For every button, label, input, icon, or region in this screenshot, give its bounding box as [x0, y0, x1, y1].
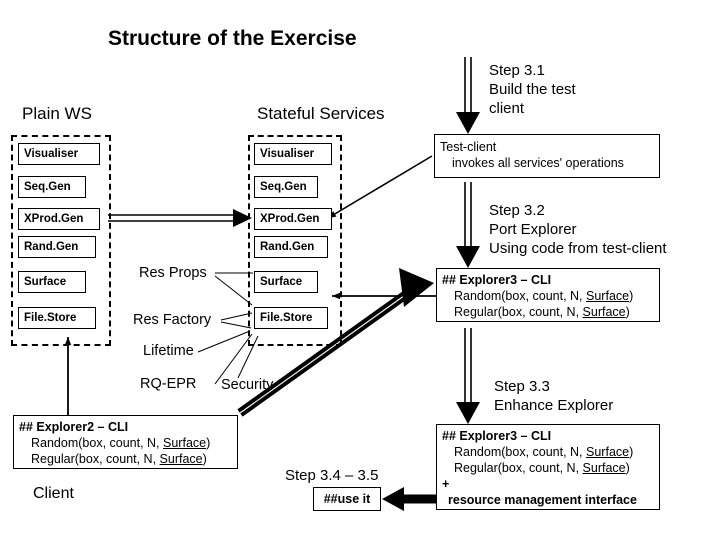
stateful-service-randgen[interactable]: Rand.Gen [254, 236, 328, 258]
stateful-service-filestore[interactable]: File.Store [254, 307, 328, 329]
step-3-2-line-2: Port Explorer [489, 221, 577, 238]
explorer3-port-line-regular: Regular(box, count, N, Surface) [454, 305, 630, 319]
wsrf-label-res-props: Res Props [139, 265, 207, 281]
page-title: Structure of the Exercise [108, 27, 357, 50]
explorer3-enhanced-plus: + [442, 477, 450, 491]
step-3-2-line-3: Using code from test-client [489, 240, 667, 257]
plainws-service-visualiser[interactable]: Visualiser [18, 143, 100, 165]
explorer3-port-line-random: Random(box, count, N, Surface) [454, 289, 634, 303]
step-3-1-line-3: client [489, 100, 525, 117]
step-3-3-line-1: Step 3.3 [494, 378, 550, 395]
plain-ws-group [11, 135, 111, 346]
arrow-step-3-1 [456, 57, 480, 134]
wsrf-label-rq-epr: RQ-EPR [140, 376, 197, 392]
explorer2-line-regular: Regular(box, count, N, Surface) [31, 452, 207, 466]
stateful-service-surface[interactable]: Surface [254, 271, 318, 293]
column-heading-stateful-services: Stateful Services [257, 104, 385, 123]
test-client-box[interactable]: Test-client invokes all services' operat… [434, 134, 660, 178]
wsrf-label-res-factory: Res Factory [133, 312, 212, 328]
arrow-enhanced-to-useit [382, 487, 437, 511]
test-client-line-1: Test-client [440, 140, 497, 154]
wsrf-label-lifetime: Lifetime [143, 343, 194, 359]
plainws-service-xprodgen[interactable]: XProd.Gen [18, 208, 100, 230]
explorer2-title: ## Explorer2 – CLI [19, 420, 129, 434]
plainws-service-randgen[interactable]: Rand.Gen [18, 236, 96, 258]
step-3-3-line-2: Enhance Explorer [494, 397, 614, 414]
plainws-service-seqgen[interactable]: Seq.Gen [18, 176, 86, 198]
explorer3-enhanced-line-regular: Regular(box, count, N, Surface) [454, 461, 630, 475]
wsrf-label-security: Security [221, 377, 274, 393]
arrow-plainws-to-stateful [108, 209, 252, 227]
step-3-4-3-5-text: Step 3.4 – 3.5 [285, 467, 379, 484]
explorer3-enhanced-title: ## Explorer3 – CLI [442, 429, 552, 443]
use-it-box[interactable]: ##use it [313, 487, 381, 511]
stateful-service-visualiser[interactable]: Visualiser [254, 143, 332, 165]
step-3-1-line-1: Step 3.1 [489, 62, 545, 79]
plainws-service-surface[interactable]: Surface [18, 271, 86, 293]
step-3-1-text: Step 3.1 Build the test client [489, 61, 576, 118]
explorer3-enhanced-box[interactable]: ## Explorer3 – CLI Random(box, count, N,… [436, 424, 660, 510]
explorer3-port-box[interactable]: ## Explorer3 – CLI Random(box, count, N,… [436, 268, 660, 322]
step-3-1-line-2: Build the test [489, 81, 576, 98]
arrow-step-3-3 [456, 328, 480, 424]
explorer3-enhanced-line-random: Random(box, count, N, Surface) [454, 445, 634, 459]
explorer2-line-random: Random(box, count, N, Surface) [31, 436, 211, 450]
stateful-service-seqgen[interactable]: Seq.Gen [254, 176, 318, 198]
explorer2-box[interactable]: ## Explorer2 – CLI Random(box, count, N,… [13, 415, 238, 469]
explorer3-port-title: ## Explorer3 – CLI [442, 273, 552, 287]
arrow-testclient-to-services [327, 155, 433, 219]
step-3-2-text: Step 3.2 Port Explorer Using code from t… [489, 201, 667, 258]
column-heading-plain-ws: Plain WS [22, 104, 92, 123]
step-3-3-text: Step 3.3 Enhance Explorer [494, 377, 613, 415]
test-client-line-2: invokes all services' operations [452, 156, 624, 170]
step-3-2-line-1: Step 3.2 [489, 202, 545, 219]
explorer3-enhanced-extra: resource management interface [448, 493, 637, 507]
stateful-services-group [248, 135, 342, 346]
stateful-service-xprodgen[interactable]: XProd.Gen [254, 208, 332, 230]
arrow-step-3-2 [456, 182, 480, 268]
plainws-service-filestore[interactable]: File.Store [18, 307, 96, 329]
client-label: Client [33, 485, 74, 502]
